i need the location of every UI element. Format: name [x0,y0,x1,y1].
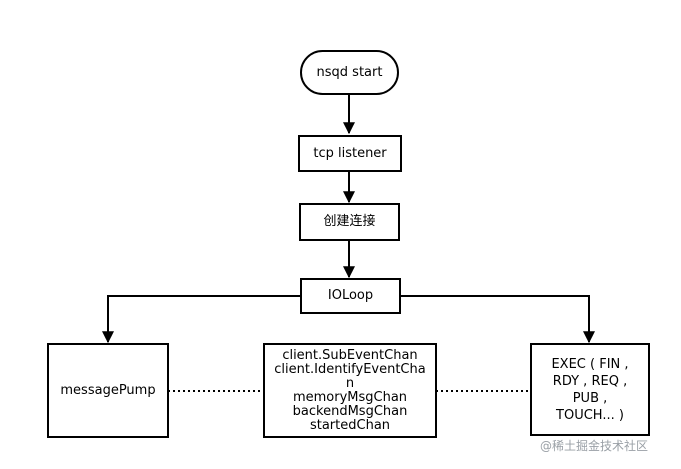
node-ioloop: IOLoop [300,278,401,314]
exec-line: PUB , [572,390,608,406]
node-message-pump-label: messagePump [60,382,156,398]
channel-line: startedChan [309,417,391,433]
channel-line: n [345,375,355,391]
node-ioloop-label: IOLoop [327,288,374,303]
channel-line: memoryMsgChan [292,389,408,405]
edge-ioloop-to-pump [102,295,301,344]
channel-line: backendMsgChan [292,403,408,419]
node-message-pump: messagePump [47,343,169,438]
node-nsqd-start-label: nsqd start [316,64,383,80]
edge-ioloop-to-exec [400,295,595,344]
node-exec: EXEC ( FIN , RDY , REQ , PUB , TOUCH... … [530,343,650,436]
watermark: @稀土掘金技术社区 [540,439,649,453]
node-nsqd-start: nsqd start [300,50,399,95]
exec-line: RDY , REQ , [552,373,628,389]
exec-line: EXEC ( FIN , [551,356,629,372]
node-create-connection: 创建连接 [299,203,400,241]
node-tcp-listener-label: tcp listener [313,145,387,161]
node-channels: client.SubEventChan client.IdentifyEvent… [263,343,437,438]
channel-line: client.SubEventChan [282,347,418,363]
node-create-connection-label: 创建连接 [323,214,376,229]
channel-line: client.IdentifyEventCha [274,361,426,377]
exec-line: TOUCH... ) [556,407,624,423]
node-tcp-listener: tcp listener [298,135,402,172]
